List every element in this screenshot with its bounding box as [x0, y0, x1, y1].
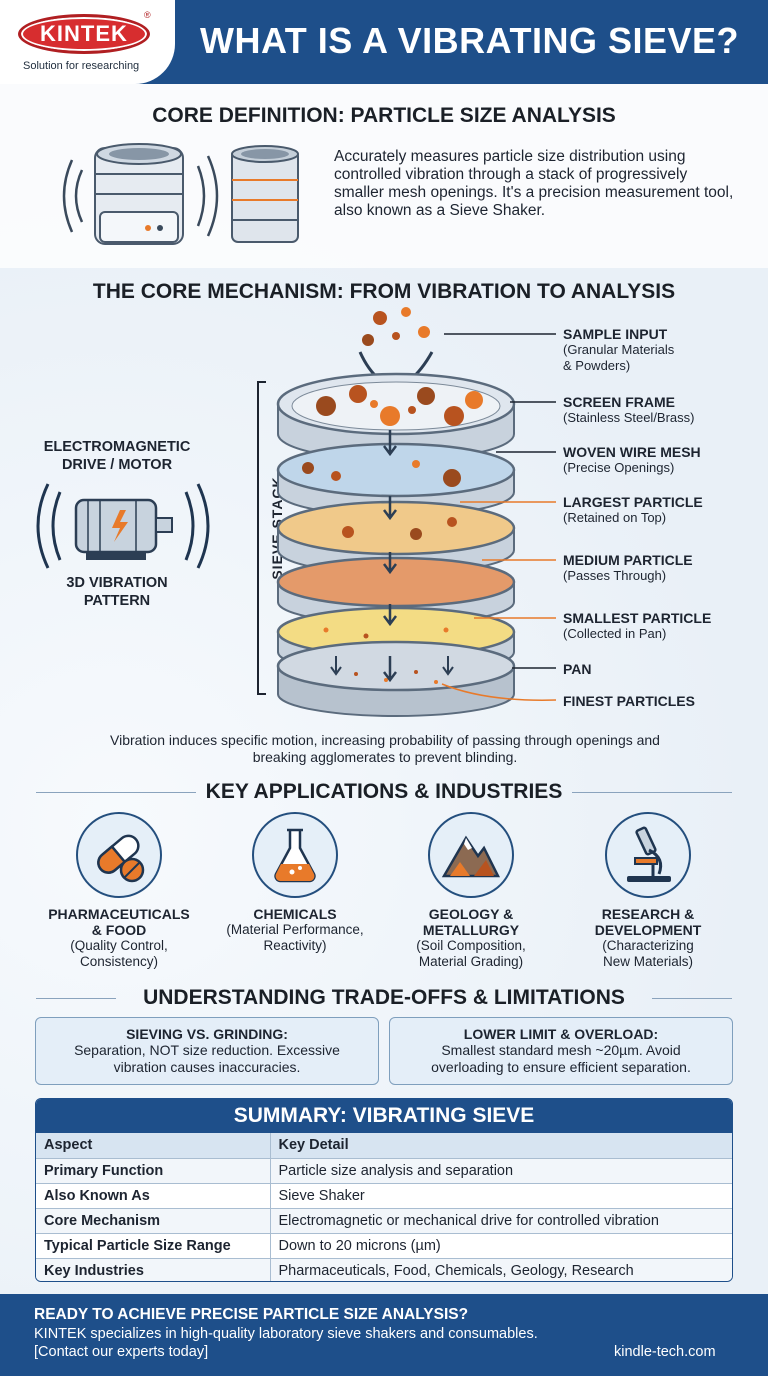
- callout-title: FINEST PARTICLES: [563, 693, 695, 709]
- logo-tagline: Solution for researching: [23, 60, 140, 72]
- callout-title: LARGEST PARTICLE: [563, 494, 703, 510]
- motor-illustration: [36, 483, 210, 569]
- app-title: GEOLOGY & METALLURGY: [422, 906, 520, 938]
- tradeoff-desc: Separation, NOT size reduction. Excessiv…: [74, 1042, 340, 1075]
- core-definition-heading: CORE DEFINITION: PARTICLE SIZE ANALYSIS: [152, 104, 616, 127]
- app-title: CHEMICALS: [253, 906, 337, 922]
- app-icon-circle: [252, 812, 338, 898]
- callout-title: SMALLEST PARTICLE: [563, 610, 712, 626]
- tradeoff-title: SIEVING VS. GRINDING:: [126, 1026, 288, 1042]
- callout-desc: (Passes Through): [563, 568, 667, 583]
- callout-desc: (Granular Materials & Powders): [563, 342, 675, 373]
- callout-screen-frame: SCREEN FRAME (Stainless Steel/Brass): [563, 394, 763, 426]
- callout-woven-wire-mesh: WOVEN WIRE MESH (Precise Openings): [563, 444, 763, 476]
- app-title: PHARMACEUTICALS & FOOD: [48, 906, 190, 938]
- summary-heading: SUMMARY: VIBRATING SIEVE: [36, 1099, 732, 1133]
- app-desc: (Material Performance, Reactivity): [226, 922, 364, 953]
- summary-grid: Aspect Key Detail Primary Function Parti…: [36, 1133, 732, 1281]
- column-header: Key Detail: [270, 1133, 732, 1159]
- header: KINTEK ® Solution for researching WHAT I…: [0, 0, 768, 84]
- callout-desc: (Precise Openings): [563, 460, 675, 475]
- callout-desc: (Collected in Pan): [563, 626, 667, 641]
- summary-table: SUMMARY: VIBRATING SIEVE Aspect Key Deta…: [35, 1098, 733, 1282]
- sieve-stack-illustration: [257, 307, 557, 717]
- table-cell: Particle size analysis and separation: [270, 1158, 732, 1184]
- tradeoff-title: LOWER LIMIT & OVERLOAD:: [463, 1026, 659, 1042]
- applications-heading: KEY APPLICATIONS & INDUSTRIES: [205, 780, 563, 803]
- tradeoffs-heading: UNDERSTANDING TRADE-OFFS & LIMITATIONS: [143, 986, 625, 1009]
- callout-title: PAN: [563, 661, 592, 677]
- callout-title: SCREEN FRAME: [563, 394, 676, 410]
- callout-largest-particle: LARGEST PARTICLE (Retained on Top): [563, 494, 763, 526]
- divider-line: [652, 998, 732, 999]
- app-chemicals: CHEMICALS (Material Performance, Reactiv…: [210, 906, 380, 954]
- logo-area: KINTEK ® Solution for researching: [0, 0, 175, 84]
- pill-icon: [97, 834, 145, 883]
- vibration-pattern-label: 3D VIBRATION PATTERN: [66, 575, 168, 609]
- footer-cta: READY TO ACHIEVE PRECISE PARTICLE SIZE A…: [34, 1306, 469, 1323]
- divider-line: [572, 792, 732, 793]
- website-link[interactable]: kindle-tech.com: [614, 1344, 716, 1360]
- microscope-icon: [627, 826, 671, 882]
- table-cell: Down to 20 microns (µm): [270, 1233, 732, 1259]
- table-cell: Core Mechanism: [36, 1208, 271, 1234]
- mountain-icon: [441, 835, 501, 878]
- callout-title: MEDIUM PARTICLE: [563, 552, 693, 568]
- callout-title: WOVEN WIRE MESH: [563, 444, 701, 460]
- flask-icon: [274, 828, 316, 883]
- footer-text: KINTEK specializes in high-quality labor…: [34, 1326, 538, 1342]
- app-title: RESEARCH & DEVELOPMENT: [594, 906, 702, 938]
- app-icon-circle: [605, 812, 691, 898]
- callout-desc: (Retained on Top): [563, 510, 667, 525]
- logo-text: KINTEK: [40, 21, 128, 46]
- callout-sample-input: SAMPLE INPUT (Granular Materials & Powde…: [563, 326, 763, 374]
- drive-label: ELECTROMAGNETIC DRIVE / MOTOR: [43, 439, 191, 473]
- mechanism-note: Vibration induces specific motion, incre…: [110, 732, 660, 765]
- table-row: Typical Particle Size Range Down to 20 m…: [36, 1233, 732, 1259]
- table-cell: Pharmaceuticals, Food, Chemicals, Geolog…: [270, 1258, 732, 1281]
- callout-finest-particles: FINEST PARTICLES: [563, 693, 763, 709]
- app-pharma: PHARMACEUTICALS & FOOD (Quality Control,…: [34, 906, 204, 970]
- tradeoff-desc: Smallest standard mesh ~20µm. Avoid over…: [431, 1042, 691, 1075]
- callout-medium-particle: MEDIUM PARTICLE (Passes Through): [563, 552, 763, 584]
- app-desc: (Quality Control, Consistency): [70, 938, 168, 969]
- table-cell: Sieve Shaker: [270, 1183, 732, 1209]
- table-cell: Typical Particle Size Range: [36, 1233, 271, 1259]
- app-icon-circle: [76, 812, 162, 898]
- table-row: Key Industries Pharmaceuticals, Food, Ch…: [36, 1258, 732, 1281]
- column-header: Aspect: [36, 1133, 271, 1159]
- app-desc: (Soil Composition, Material Grading): [416, 938, 526, 969]
- callout-smallest-particle: SMALLEST PARTICLE (Collected in Pan): [563, 610, 763, 642]
- app-desc: (Characterizing New Materials): [602, 938, 694, 969]
- table-header-row: Aspect Key Detail: [36, 1133, 732, 1159]
- callout-pan: PAN: [563, 661, 763, 677]
- tradeoff-lower-limit: LOWER LIMIT & OVERLOAD: Smallest standar…: [389, 1017, 733, 1085]
- mechanism-heading: THE CORE MECHANISM: FROM VIBRATION TO AN…: [92, 280, 676, 303]
- callout-desc: (Stainless Steel/Brass): [563, 410, 695, 425]
- tradeoff-sieving-vs-grinding: SIEVING VS. GRINDING: Separation, NOT si…: [35, 1017, 379, 1085]
- app-geology: GEOLOGY & METALLURGY (Soil Composition, …: [386, 906, 556, 970]
- table-cell: Primary Function: [36, 1158, 271, 1184]
- table-cell: Electromagnetic or mechanical drive for …: [270, 1208, 732, 1234]
- callout-title: SAMPLE INPUT: [563, 326, 668, 342]
- core-definition-text: Accurately measures particle size distri…: [334, 148, 734, 219]
- table-row: Also Known As Sieve Shaker: [36, 1183, 732, 1209]
- table-cell: Key Industries: [36, 1258, 271, 1281]
- logo-registered-mark: ®: [144, 10, 151, 20]
- app-icon-circle: [428, 812, 514, 898]
- divider-line: [36, 998, 116, 999]
- divider-line: [36, 792, 196, 793]
- table-row: Core Mechanism Electromagnetic or mechan…: [36, 1208, 732, 1234]
- table-cell: Also Known As: [36, 1183, 271, 1209]
- sieve-shaker-illustration: [62, 143, 299, 245]
- table-row: Primary Function Particle size analysis …: [36, 1158, 732, 1184]
- kintek-logo[interactable]: KINTEK: [18, 14, 150, 54]
- app-research: RESEARCH & DEVELOPMENT (Characterizing N…: [563, 906, 733, 970]
- page-title: WHAT IS A VIBRATING SIEVE?: [200, 20, 740, 61]
- contact-link[interactable]: [Contact our experts today]: [34, 1344, 209, 1360]
- footer: READY TO ACHIEVE PRECISE PARTICLE SIZE A…: [0, 1294, 768, 1376]
